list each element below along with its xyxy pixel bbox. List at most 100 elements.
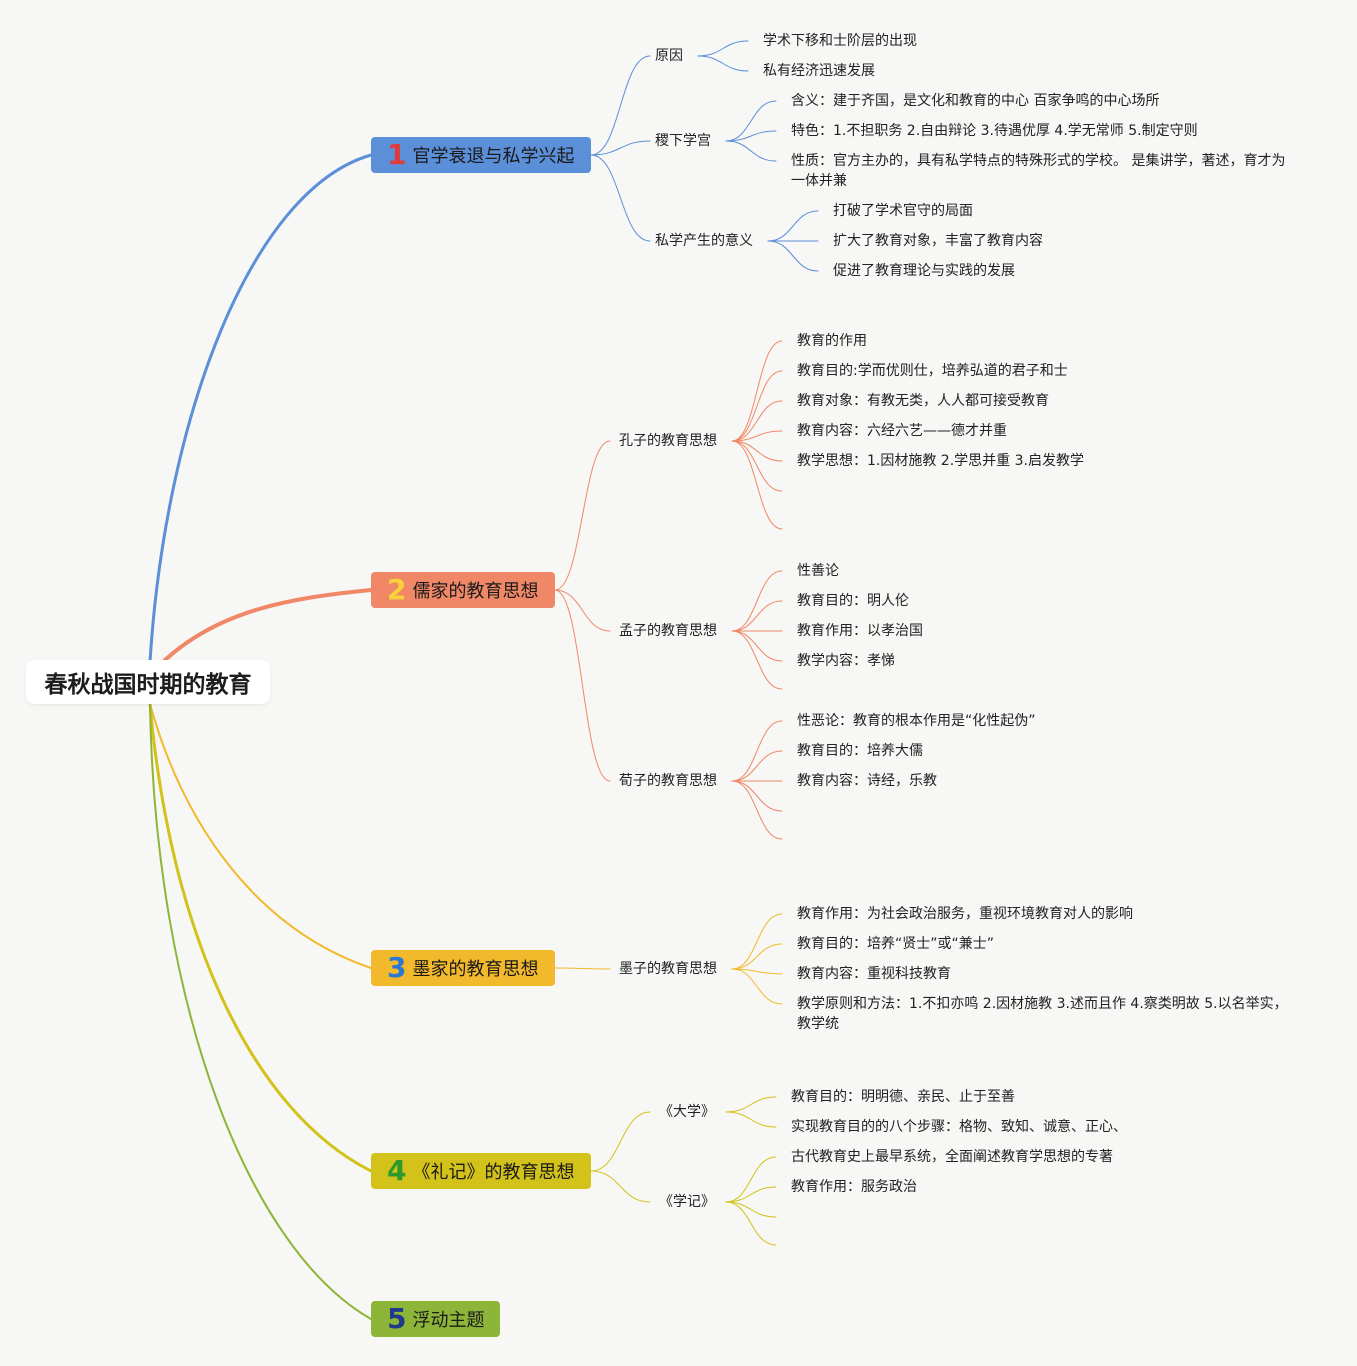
- topic-xueji[interactable]: 《学记》: [659, 1194, 715, 1210]
- branch-3[interactable]: 3 墨家的教育思想: [371, 950, 555, 986]
- leaf-item[interactable]: 实现教育目的的八个步骤：格物、致知、诚意、正心、: [791, 1119, 1127, 1135]
- leaf-link: [725, 1201, 777, 1218]
- root-branch-1-line: [148, 153, 373, 664]
- leaf-item[interactable]: 学术下移和士阶层的出现: [763, 33, 917, 49]
- branch-2[interactable]: 2 儒家的教育思想: [371, 572, 555, 608]
- leaf-item[interactable]: 扩大了教育对象，丰富了教育内容: [833, 233, 1043, 249]
- branch-1-label: 官学衰退与私学兴起: [412, 146, 575, 167]
- leaf-link: [697, 40, 749, 57]
- topic-mencius[interactable]: 孟子的教育思想: [619, 623, 717, 639]
- leaf-link: [725, 1156, 777, 1203]
- leaf-item[interactable]: 教育目的：培养“贤士”或“兼士”: [797, 936, 995, 952]
- branch-1-link: [590, 140, 651, 156]
- leaf-link: [731, 600, 783, 632]
- topic-reason[interactable]: 原因: [655, 48, 683, 64]
- branch-4-label: 《礼记》的教育思想: [412, 1162, 575, 1183]
- leaf-link: [731, 780, 783, 812]
- leaf-item[interactable]: 促进了教育理论与实践的发展: [833, 263, 1015, 279]
- leaf-link: [731, 968, 783, 1005]
- root-branch-4-line: [148, 702, 373, 1173]
- branch-4-link: [590, 1111, 651, 1172]
- branch-4[interactable]: 4 《礼记》的教育思想: [371, 1153, 591, 1189]
- leaf-item[interactable]: 性质：官方主办的，具有私学特点的特殊形式的学校。 是集讲学，著述，育才为一体并兼: [791, 153, 1286, 189]
- leaf-item[interactable]: 教育目的:学而优则仕，培养弘道的君子和士: [797, 363, 1068, 379]
- leaf-link: [731, 913, 783, 970]
- leaf-link: [725, 1111, 777, 1128]
- topic-jixia[interactable]: 稷下学宫: [655, 133, 711, 149]
- branch-2-link: [554, 440, 611, 591]
- leaf-link: [731, 750, 783, 782]
- leaf-link: [767, 240, 819, 272]
- branch-5-number: 5: [387, 1302, 407, 1335]
- leaf-item[interactable]: 教育作用：为社会政治服务，重视环境教育对人的影响: [797, 906, 1133, 922]
- leaf-item[interactable]: 教育内容：重视科技教育: [797, 966, 951, 982]
- leaf-item[interactable]: 教学内容：孝悌: [797, 653, 895, 669]
- root-branch-5-line: [149, 703, 372, 1320]
- leaf-item[interactable]: 教育对象：有教无类，人人都可接受教育: [797, 393, 1049, 409]
- topic-significance[interactable]: 私学产生的意义: [655, 233, 753, 249]
- leaf-item[interactable]: 教学思想：1.因材施教 2.学思并重 3.启发教学: [797, 453, 1084, 469]
- leaf-item[interactable]: 教育目的：培养大儒: [797, 743, 923, 759]
- leaf-item[interactable]: 教学原则和方法：1.不扣亦鸣 2.因材施教 3.述而且作 4.察类明故 5.以名…: [797, 996, 1288, 1032]
- leaf-link: [731, 340, 783, 442]
- leaf-link: [731, 370, 783, 442]
- topic-xunzi[interactable]: 荀子的教育思想: [619, 773, 717, 789]
- leaf-item[interactable]: 特色：1.不担职务 2.自由辩论 3.待遇优厚 4.学无常师 5.制定守则: [791, 123, 1198, 139]
- branch-2-label: 儒家的教育思想: [412, 581, 539, 602]
- leaf-item[interactable]: 性善论: [797, 563, 839, 579]
- branch-4-number: 4: [387, 1154, 407, 1187]
- leaf-link: [725, 1096, 777, 1113]
- branch-2-link: [554, 589, 611, 632]
- branch-2-link: [554, 589, 611, 782]
- leaf-item[interactable]: 教育作用：服务政治: [791, 1179, 917, 1195]
- leaf-link: [731, 570, 783, 632]
- leaf-link: [731, 440, 783, 530]
- leaf-link: [731, 430, 783, 442]
- leaf-link: [767, 210, 819, 242]
- leaf-item[interactable]: 打破了学术官守的局面: [833, 203, 973, 219]
- leaf-link: [725, 140, 777, 162]
- leaf-link: [731, 400, 783, 442]
- leaf-item[interactable]: 教育的作用: [797, 333, 867, 349]
- root-branch-3-line: [149, 703, 372, 969]
- topic-mozi[interactable]: 墨子的教育思想: [619, 961, 717, 977]
- branch-5[interactable]: 5 浮动主题: [371, 1301, 500, 1337]
- branch-3-number: 3: [387, 951, 407, 984]
- leaf-link: [731, 943, 783, 970]
- leaf-link: [731, 630, 783, 690]
- topic-daxue[interactable]: 《大学》: [659, 1104, 715, 1120]
- leaf-link: [725, 1186, 777, 1203]
- leaf-item[interactable]: 教育目的：明人伦: [797, 593, 909, 609]
- leaf-item[interactable]: 含义：建于齐国，是文化和教育的中心 百家争鸣的中心场所: [791, 93, 1160, 109]
- leaf-link: [725, 100, 777, 142]
- leaf-link: [725, 1201, 777, 1246]
- branch-1-link: [590, 154, 651, 242]
- leaf-item[interactable]: 教育目的：明明德、亲民、止于至善: [791, 1089, 1015, 1105]
- leaf-item[interactable]: 教育内容：六经六艺——德才并重: [797, 423, 1007, 439]
- leaf-item[interactable]: 教育内容：诗经，乐教: [797, 773, 937, 789]
- branch-3-label: 墨家的教育思想: [412, 959, 539, 980]
- leaf-item[interactable]: 教育作用：以孝治国: [797, 623, 923, 639]
- branch-1[interactable]: 1 官学衰退与私学兴起: [371, 137, 591, 173]
- branch-3-link: [554, 967, 611, 970]
- branch-5-label: 浮动主题: [412, 1310, 485, 1331]
- topic-confucius[interactable]: 孔子的教育思想: [619, 433, 717, 449]
- root-topic[interactable]: 春秋战国时期的教育: [26, 660, 270, 704]
- leaf-item[interactable]: 私有经济迅速发展: [763, 63, 875, 79]
- branch-4-link: [590, 1170, 651, 1203]
- leaf-link: [731, 780, 783, 840]
- leaf-link: [731, 440, 783, 462]
- leaf-item[interactable]: 性恶论：教育的根本作用是“化性起伪”: [797, 713, 1036, 729]
- leaf-link: [697, 55, 749, 72]
- root-branch-2-line: [163, 588, 373, 662]
- branch-2-number: 2: [387, 573, 407, 606]
- leaf-link: [731, 440, 783, 492]
- leaf-link: [731, 720, 783, 782]
- branch-1-number: 1: [387, 138, 407, 171]
- leaf-link: [731, 630, 783, 662]
- leaf-item[interactable]: 古代教育史上最早系统，全面阐述教育学思想的专著: [791, 1149, 1113, 1165]
- leaf-link: [725, 130, 777, 142]
- branch-1-link: [590, 55, 651, 156]
